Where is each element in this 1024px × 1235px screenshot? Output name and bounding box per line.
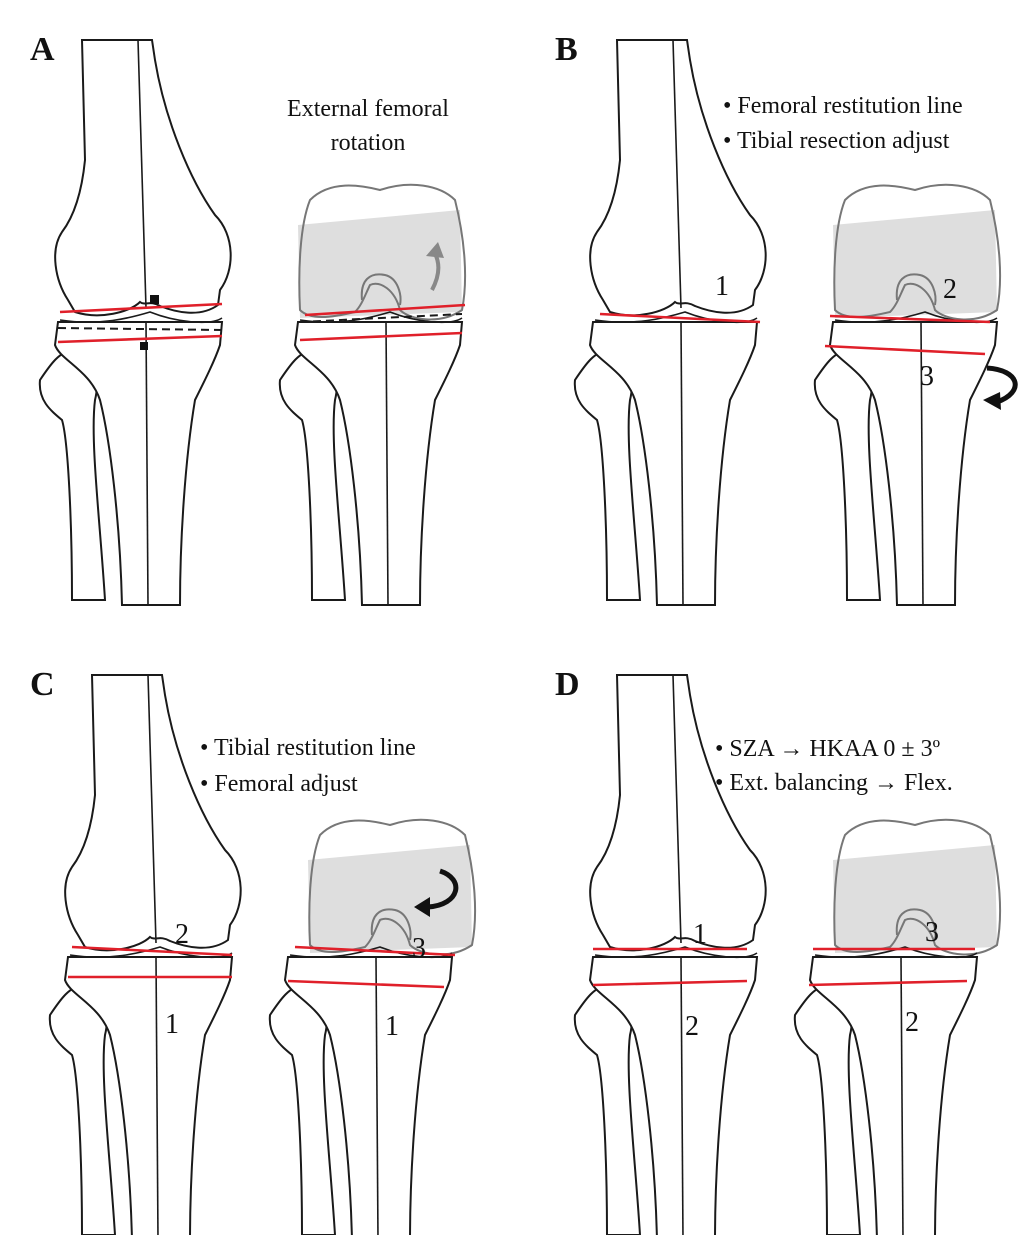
tibial-resection-line bbox=[287, 979, 445, 989]
step-number: 1 bbox=[715, 271, 729, 302]
knee-axial-view bbox=[268, 818, 477, 1235]
tibial-resection-line bbox=[57, 334, 223, 344]
panel-letter: B bbox=[555, 31, 578, 68]
step-number: 2 bbox=[905, 1007, 919, 1038]
panel-letter: A bbox=[30, 31, 55, 68]
joint-line-dashed bbox=[299, 313, 463, 323]
step-number: 1 bbox=[165, 1009, 179, 1040]
femoral-resection-line bbox=[304, 303, 466, 317]
annotation: • Ext. balancing → Flex. bbox=[715, 770, 953, 796]
right-angle-marker bbox=[150, 295, 159, 304]
femoral-resection-line bbox=[59, 302, 223, 314]
knee-front-view bbox=[38, 39, 232, 606]
annotation: External femoral bbox=[287, 96, 449, 122]
panel-letter: C bbox=[30, 666, 55, 703]
joint-line-dashed bbox=[57, 327, 223, 331]
annotation: • Tibial restitution line bbox=[200, 735, 416, 761]
step-number: 3 bbox=[925, 917, 939, 948]
annotation: • Tibial resection adjust bbox=[723, 128, 950, 154]
femoral-resection-line bbox=[599, 312, 761, 324]
femoral-resection-line bbox=[829, 314, 991, 324]
tibial-resection-line bbox=[592, 979, 748, 987]
panel-c: C 2 1 3 1 • Tibial restitution line • Fe… bbox=[30, 666, 477, 1235]
step-number: 3 bbox=[920, 361, 934, 392]
knee-axial-view bbox=[793, 818, 1002, 1235]
step-number: 2 bbox=[175, 919, 189, 950]
step-number: 2 bbox=[685, 1011, 699, 1042]
tibial-resection-line bbox=[824, 344, 986, 356]
panel-d: D 1 2 3 2 • SZA → HKAA 0 ± 3º • Ext. bal… bbox=[555, 666, 1002, 1235]
panel-b: B 1 2 3 • Femoral restitution line • Tib… bbox=[555, 31, 1018, 606]
right-angle-marker bbox=[140, 342, 148, 350]
rotation-arrow-icon bbox=[986, 365, 1018, 405]
step-number: 3 bbox=[412, 933, 426, 964]
step-number: 2 bbox=[943, 274, 957, 305]
annotation: • Femoral restitution line bbox=[723, 93, 963, 119]
knee-axial-view bbox=[813, 183, 1002, 606]
rotation-arrow-icon bbox=[427, 868, 459, 910]
annotation: rotation bbox=[331, 130, 406, 156]
panel-a: A External femoral rotation bbox=[30, 31, 467, 606]
femoral-resection-line bbox=[294, 945, 456, 957]
step-number: 1 bbox=[693, 919, 707, 950]
femoral-resection-line bbox=[71, 945, 233, 957]
tibial-resection-line bbox=[808, 979, 968, 987]
panel-letter: D bbox=[555, 666, 580, 703]
step-number: 1 bbox=[385, 1011, 399, 1042]
annotation: • SZA → HKAA 0 ± 3º bbox=[715, 736, 941, 762]
tibial-resection-line bbox=[299, 331, 463, 342]
annotation: • Femoral adjust bbox=[200, 771, 358, 797]
knee-front-view bbox=[573, 39, 767, 606]
